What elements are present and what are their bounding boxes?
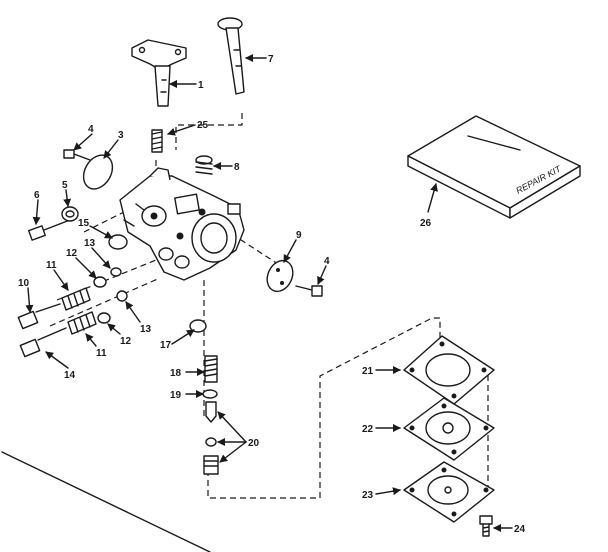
gasket-part-21 (403, 335, 495, 405)
disc-part-9 (266, 259, 294, 293)
callout-11-lower: 11 (96, 348, 107, 359)
diaphragm-part-22 (403, 397, 495, 461)
washer-part-19 (202, 389, 218, 399)
callout-7: 7 (268, 54, 274, 65)
washer-part-13a (110, 267, 122, 277)
callout-12-upper: 12 (66, 248, 78, 259)
leader-lines (25, 54, 513, 532)
callout-12-lower: 12 (120, 336, 132, 347)
spring-part-11a (61, 287, 91, 311)
spring-part-8 (195, 155, 213, 175)
callout-4-right: 4 (324, 256, 330, 267)
spring-part-11b (67, 311, 97, 335)
washer-part-13b (116, 290, 128, 302)
needle-part-6 (28, 219, 71, 241)
callout-10: 10 (18, 278, 30, 289)
choke-shaft-part-7 (217, 17, 245, 95)
plug-part-15 (108, 234, 128, 250)
repair-kit-part-26: REPAIR KIT (407, 115, 581, 219)
callout-labels: 1 25 7 8 4 3 6 5 15 13 12 11 10 14 9 4 1… (18, 54, 526, 535)
spring-part-25 (151, 129, 163, 153)
screw-part-24 (479, 515, 493, 537)
callout-1: 1 (198, 80, 204, 91)
callout-8: 8 (234, 162, 240, 173)
callout-24: 24 (514, 524, 526, 535)
plug-part-17 (189, 319, 207, 333)
needle-part-14 (19, 327, 67, 358)
callout-14: 14 (64, 370, 76, 381)
callout-5: 5 (62, 180, 68, 191)
cover-part-23 (403, 461, 495, 523)
callout-19: 19 (170, 390, 182, 401)
callout-23: 23 (362, 490, 374, 501)
carburetor-body (119, 167, 245, 281)
screw-part-4a (63, 149, 91, 161)
callout-25: 25 (197, 120, 209, 131)
callout-6: 6 (34, 190, 40, 201)
callout-18: 18 (170, 368, 182, 379)
ground-line (1, 451, 211, 552)
callout-3: 3 (118, 130, 124, 141)
callout-4-upper: 4 (88, 124, 94, 135)
callout-22: 22 (362, 424, 374, 435)
disc-part-3 (82, 154, 114, 190)
callout-13-upper: 13 (84, 238, 96, 249)
oring-part-12a (93, 276, 107, 288)
spring-part-5 (61, 206, 79, 222)
callout-11-upper: 11 (46, 260, 57, 271)
callout-9: 9 (296, 230, 302, 241)
callout-13-lower: 13 (140, 324, 152, 335)
callout-21: 21 (362, 366, 374, 377)
callout-15: 15 (78, 218, 90, 229)
spring-part-18 (204, 355, 218, 383)
callout-26: 26 (420, 218, 432, 229)
callout-17: 17 (160, 340, 172, 351)
inlet-needle-part-20 (203, 401, 219, 475)
throttle-shaft-part-1 (131, 39, 187, 107)
screw-part-4b (295, 285, 323, 297)
oring-part-12b (97, 312, 111, 324)
needle-part-10 (17, 303, 61, 330)
callout-20: 20 (248, 438, 260, 449)
